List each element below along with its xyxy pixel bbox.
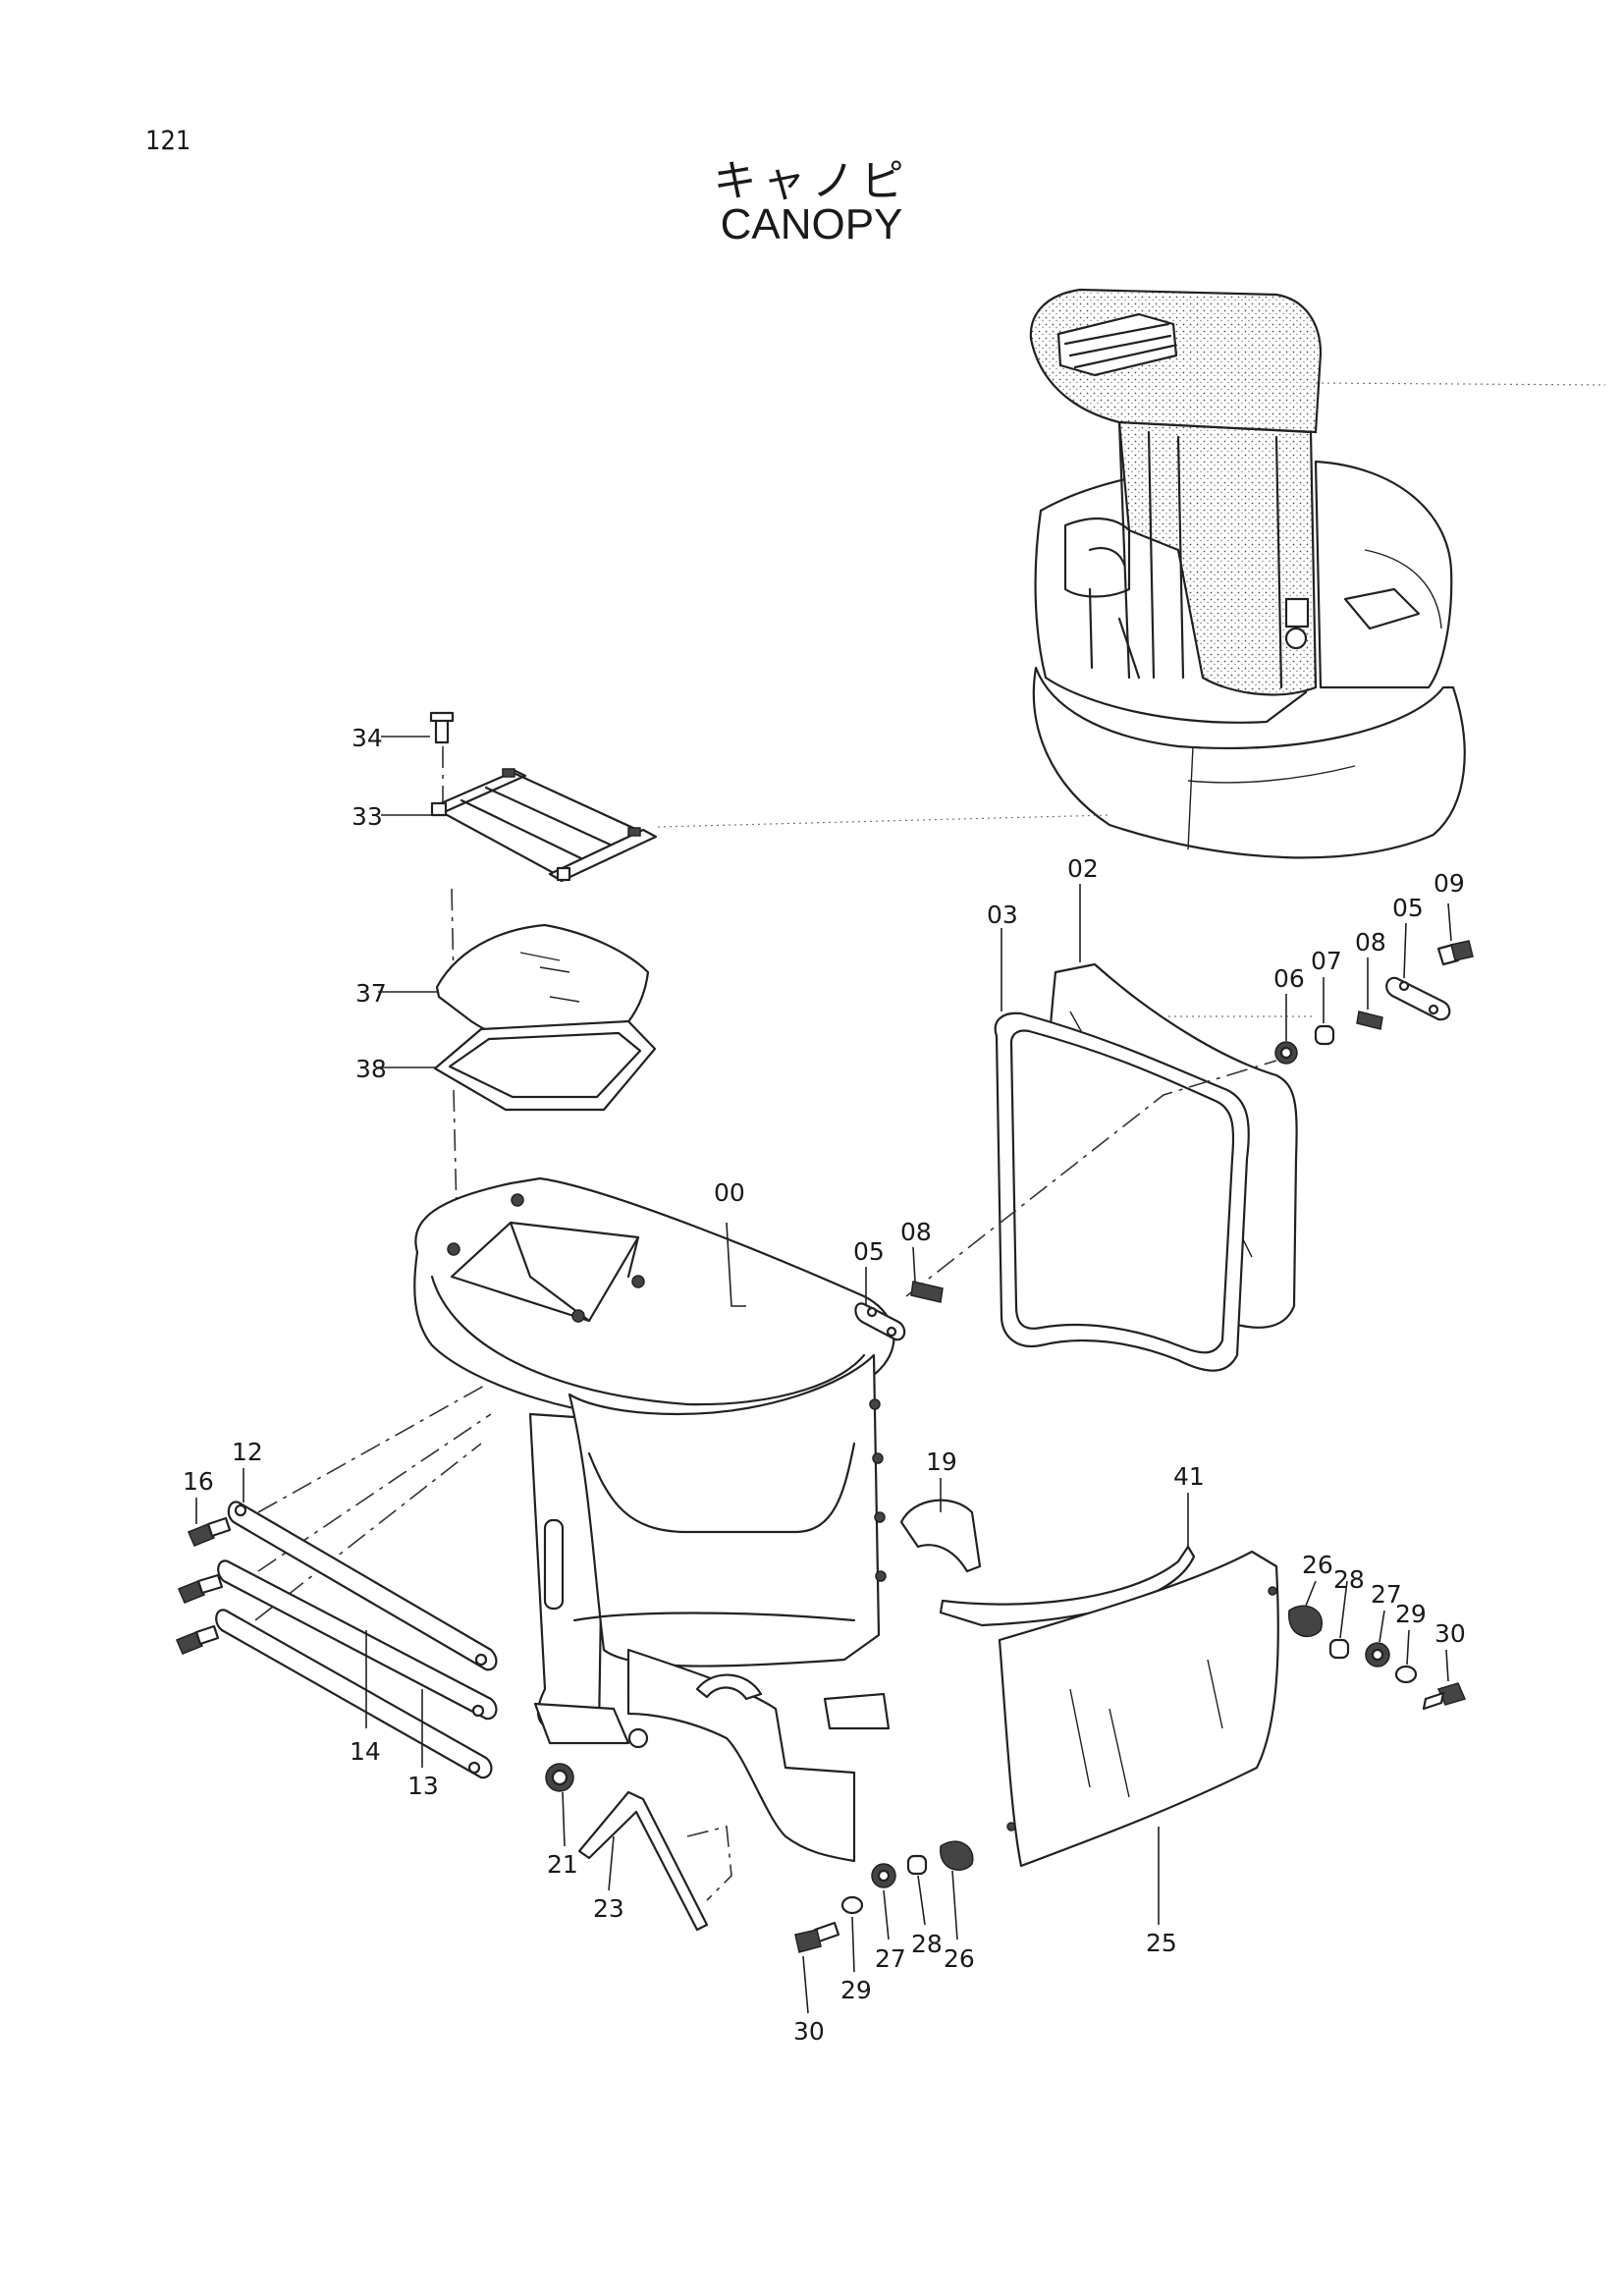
rubber-parts <box>545 1499 1196 1932</box>
callout-29-bottom: 29 <box>840 1976 872 2004</box>
callout-06: 06 <box>1273 964 1305 993</box>
callout-03: 03 <box>987 901 1018 929</box>
window-hardware <box>854 940 1474 1341</box>
front-window-assembly <box>905 962 1316 1372</box>
window-seal-03 <box>994 1011 1250 1372</box>
callout-30-right: 30 <box>1434 1619 1466 1648</box>
callout-14: 14 <box>350 1737 381 1766</box>
callout-05-top: 05 <box>1392 894 1424 922</box>
callout-02: 02 <box>1067 854 1099 883</box>
trim-41 <box>939 1545 1196 1627</box>
callout-41: 41 <box>1173 1462 1205 1491</box>
canopy-frame-00 <box>413 1176 895 1863</box>
roof-glass-assembly <box>433 888 657 1214</box>
top-guard-assembly <box>429 711 1110 883</box>
callout-16: 16 <box>183 1467 214 1496</box>
side-window-assembly <box>794 1550 1467 1953</box>
callout-00: 00 <box>714 1178 745 1207</box>
stay-12 <box>227 1501 498 1671</box>
rubber-23 <box>577 1790 709 1932</box>
side-window-25 <box>998 1550 1279 1868</box>
callout-labels: 34 33 37 38 00 02 03 06 07 08 05 09 05 0… <box>183 724 1466 2046</box>
callout-27-bottom: 27 <box>875 1944 906 1973</box>
stay-13 <box>217 1559 498 1721</box>
callout-08-top: 08 <box>1355 928 1386 957</box>
callout-08-mid: 08 <box>900 1218 932 1246</box>
machine-overview-illustration <box>1029 288 1606 859</box>
rubber-19 <box>899 1499 982 1573</box>
page-number: 121 <box>145 126 191 156</box>
callout-19: 19 <box>926 1448 957 1476</box>
callout-05-mid: 05 <box>853 1237 885 1266</box>
callout-09: 09 <box>1434 869 1465 898</box>
roof-seal-38 <box>433 1019 657 1112</box>
callout-25: 25 <box>1146 1929 1177 1957</box>
callout-13: 13 <box>407 1772 439 1800</box>
callout-12: 12 <box>232 1438 263 1466</box>
stay-assembly <box>176 1384 498 1779</box>
callout-28-right: 28 <box>1333 1565 1365 1594</box>
callout-30-bottom: 30 <box>793 2017 825 2046</box>
callout-07: 07 <box>1311 947 1342 975</box>
callout-21: 21 <box>547 1850 578 1879</box>
title-japanese: キャノピ <box>713 156 910 206</box>
callout-34: 34 <box>352 724 383 752</box>
callout-28-bottom: 28 <box>911 1930 943 1958</box>
callout-26-right: 26 <box>1302 1551 1333 1579</box>
callout-38: 38 <box>355 1055 387 1083</box>
callout-26-bottom: 26 <box>944 1944 975 1973</box>
callout-33: 33 <box>352 802 383 831</box>
callout-27-right: 27 <box>1371 1580 1402 1609</box>
callout-37: 37 <box>355 979 387 1008</box>
leader-lines <box>195 736 1452 2014</box>
title-english: CANOPY <box>720 200 903 248</box>
callout-23: 23 <box>593 1894 624 1923</box>
callout-29-right: 29 <box>1395 1600 1427 1628</box>
